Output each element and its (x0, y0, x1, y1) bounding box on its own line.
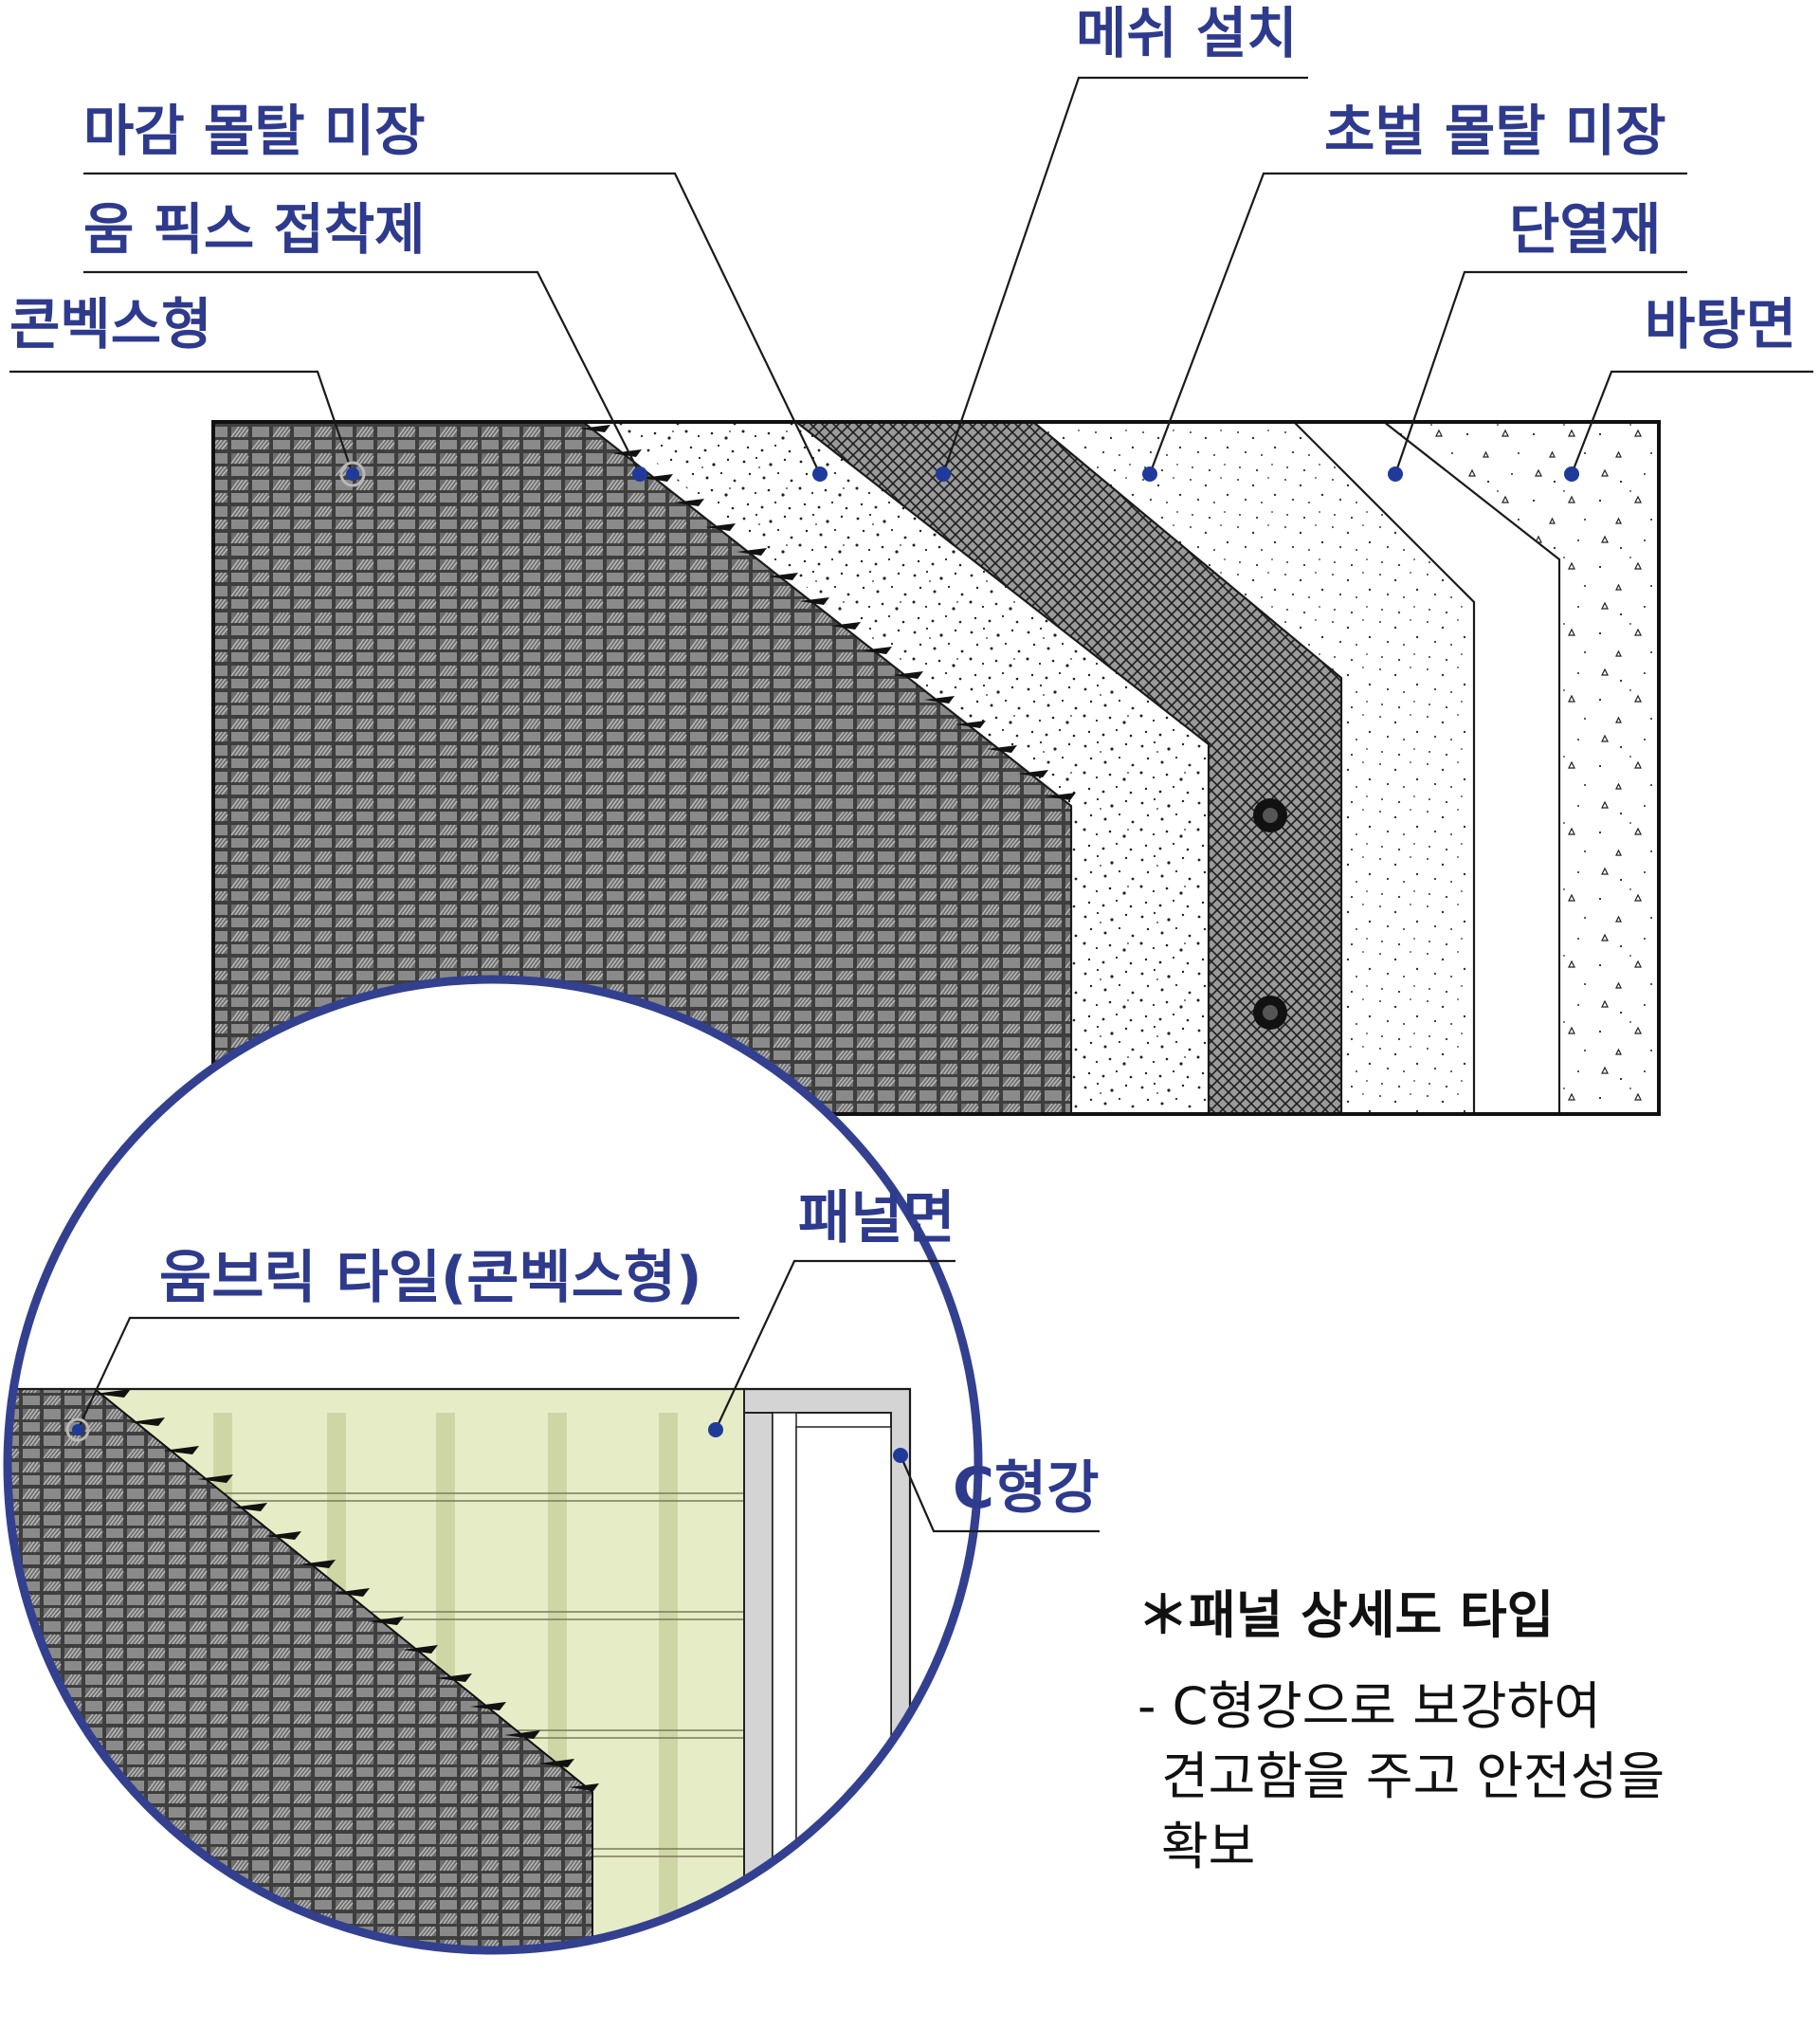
detail-circle (3, 975, 983, 1955)
tile-layer (213, 422, 1071, 1114)
label-adhesive: 움 픽스 접착제 (83, 197, 426, 262)
note-block: ＊패널 상세도 타입 - C형강으로 보강하여 견고함을 주고 안전성을 확보 (1138, 1585, 1665, 1876)
note-line-1: - C형강으로 보강하여 (1138, 1676, 1601, 1736)
detail-circle-border (3, 975, 983, 1955)
label-brick-tile: 움브릭 타일(콘벡스형) (159, 1245, 702, 1311)
label-mesh: 메쉬 설치 (1076, 1, 1298, 65)
insulation-layer (1294, 422, 1559, 1114)
label-finish-mortar: 마감 몰탈 미장 (83, 99, 426, 163)
first-mortar-layer (1033, 422, 1474, 1114)
label-first-mortar: 초벌 몰탈 미장 (1324, 99, 1666, 163)
finish-mortar-layer (607, 422, 1209, 1114)
section-frame (211, 420, 1661, 1116)
callouts-main: 메쉬 설치 마감 몰탈 미장 초벌 몰탈 미장 움 픽스 접착제 단열재 콘벡스… (9, 1, 1813, 487)
callouts-detail: 패널면 움브릭 타일(콘벡스형) C형강 (65, 1185, 1100, 1533)
anchor-icon (1253, 798, 1287, 1030)
note-line-3: 확보 (1161, 1817, 1255, 1876)
label-c-channel: C형강 (953, 1455, 1099, 1522)
note-title: ＊패널 상세도 타입 (1138, 1585, 1554, 1645)
note-line-2: 견고함을 주고 안전성을 (1161, 1746, 1665, 1806)
label-insulation: 단열재 (1509, 197, 1661, 262)
label-convex: 콘벡스형 (9, 292, 211, 356)
mesh-layer (796, 422, 1341, 1114)
main-section (211, 420, 1661, 1116)
label-base: 바탕면 (1645, 292, 1796, 356)
label-panel-face: 패널면 (798, 1185, 956, 1252)
adhesive-teeth (580, 425, 1076, 800)
